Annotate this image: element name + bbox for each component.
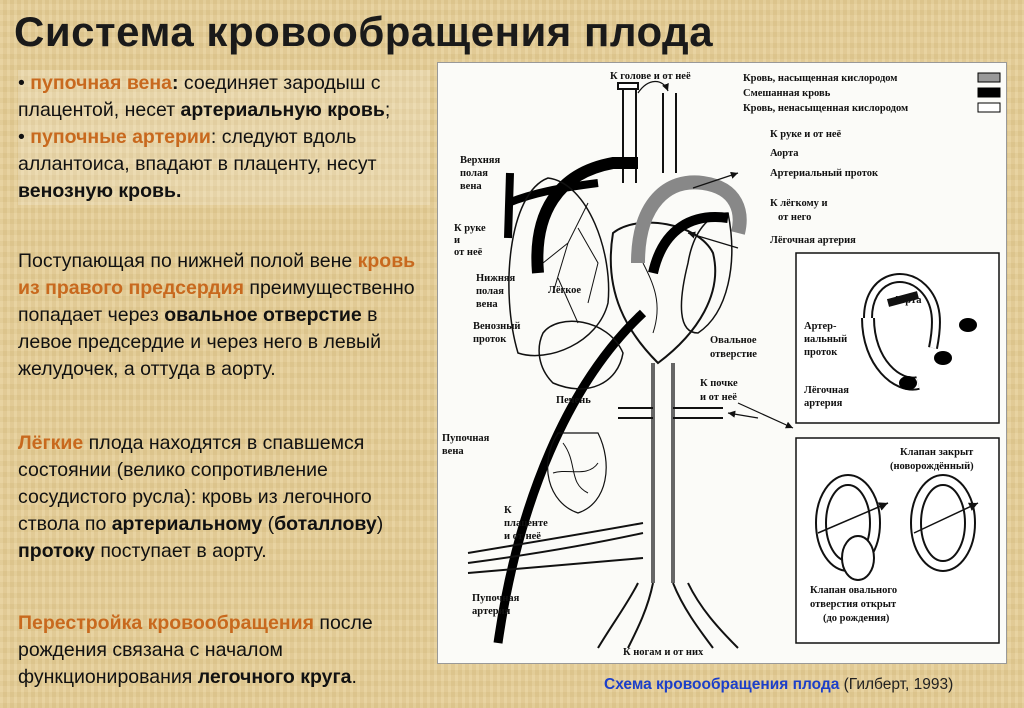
legend: Кровь, насыщенная кислородом Смешанная к… [743, 73, 1000, 114]
venous-blood-text: венозную кровь. [18, 180, 181, 202]
caption-author: (Гилберт, 1993) [839, 676, 953, 693]
label-oval-1: Овальное [710, 335, 757, 346]
lungs-block: Лёгкие плода находятся в спавшемся состо… [18, 430, 430, 565]
arterial-term: артериальному [112, 513, 262, 535]
lungs-term: Лёгкие [18, 432, 83, 454]
label-inset-pa-2: артерия [804, 398, 843, 409]
duct-term: протоку [18, 540, 95, 562]
page-title: Система кровообращения плода [14, 8, 713, 56]
label-arm-left-3: от неё [454, 247, 483, 258]
label-placenta-2: плаценте [504, 518, 548, 529]
legend-oxygenated-label: Кровь, насыщенная кислородом [743, 73, 897, 84]
label-umb-vein-1: Пупочная [442, 433, 490, 444]
label-umb-art-1: Пупочная [472, 593, 520, 604]
legend-oxygenated-swatch [978, 73, 1000, 82]
label-svc-3: вена [460, 181, 482, 192]
label-legs: К ногам и от них [623, 647, 704, 658]
label-svc-1: Верхняя [460, 155, 500, 166]
label-oval-2: отверстие [710, 349, 757, 360]
pulmonary-circle-term: легочного круга [198, 666, 352, 688]
label-ivc-2: полая [476, 286, 504, 297]
label-inset-pa-1: Лёгочная [804, 385, 849, 396]
label-ivc-1: Нижняя [476, 273, 516, 284]
label-lung-to-2: от него [778, 212, 811, 223]
label-lung: Лёгкое [548, 285, 581, 296]
block3-text3: ) [377, 513, 384, 535]
block4-end: . [351, 666, 356, 688]
arterial-blood-text: артериальную кровь [181, 99, 385, 121]
caption-main: Схема кровообращения плода [604, 676, 839, 693]
bullet-mark: • [18, 72, 25, 94]
block2-text1: Поступающая по нижней полой вене [18, 250, 358, 272]
label-pulm-artery: Лёгочная артерия [770, 235, 856, 246]
oval-foramen-term: овальное отверстие [164, 304, 362, 326]
label-valve-closed-1: Клапан закрыт [900, 447, 974, 458]
restructuring-block: Перестройка кровообращения после рождени… [18, 610, 430, 691]
label-arm-left-2: и [454, 235, 460, 246]
label-lung-to-1: К лёгкому и [770, 198, 828, 209]
term-umbilical-arteries: пупочные артерии [30, 126, 211, 148]
label-placenta-1: К [504, 505, 512, 516]
label-ivc-3: вена [476, 299, 498, 310]
botallo-term: боталлову [274, 513, 377, 535]
label-valve-open-2: отверстия открыт [810, 599, 897, 610]
bullet-mark: • [18, 126, 25, 148]
figure-caption: Схема кровообращения плода (Гилберт, 199… [604, 676, 953, 694]
label-liver: Печень [556, 395, 591, 406]
fetal-circulation-diagram: Кровь, насыщенная кислородом Смешанная к… [437, 62, 1007, 664]
umbilical-vessels-block: • пупочная вена: соединяет зародыш с пла… [18, 70, 430, 205]
label-placenta-3: и от неё [504, 531, 541, 542]
label-valve-open-1: Клапан овального [810, 585, 897, 596]
label-head: К голове и от неё [610, 71, 691, 82]
label-kidney-2: и от неё [700, 392, 737, 403]
label-valve-open-3: (до рождения) [823, 613, 890, 624]
legend-deoxygenated-swatch [978, 103, 1000, 112]
block3-text2: ( [262, 513, 274, 535]
block3-text4: поступает в аорту. [95, 540, 267, 562]
label-valve-closed-2: (новорождённый) [890, 461, 974, 472]
restructuring-term: Перестройка кровообращения [18, 612, 314, 634]
legend-mixed-swatch [978, 88, 1000, 97]
label-inset-duct-2: иальный [804, 334, 847, 345]
label-inset-duct-3: проток [804, 347, 838, 358]
label-inset-duct-1: Артер- [804, 321, 837, 332]
term-umbilical-vein: пупочная вена [30, 72, 172, 94]
legend-mixed-label: Смешанная кровь [743, 88, 831, 99]
label-kidney-1: К почке [700, 378, 738, 389]
legend-deoxygenated-label: Кровь, ненасыщенная кислородом [743, 103, 908, 114]
label-arm-right: К руке и от неё [770, 129, 842, 140]
diagram-svg: Кровь, насыщенная кислородом Смешанная к… [438, 63, 1006, 663]
label-arm-left-1: К руке [454, 223, 486, 234]
label-umb-vein-2: вена [442, 446, 464, 457]
semicolon: ; [385, 99, 390, 121]
vessel-drawing [468, 81, 793, 648]
oval-foramen-block: Поступающая по нижней полой вене кровь и… [18, 248, 430, 383]
label-ductus: Артериальный проток [770, 168, 879, 179]
label-inset-aorta: Аорта [893, 295, 922, 306]
label-svc-2: полая [460, 168, 488, 179]
label-venous-1: Венозный [473, 321, 520, 332]
label-umb-art-2: артерия [472, 606, 511, 617]
label-aorta: Аорта [770, 148, 799, 159]
label-venous-2: проток [473, 334, 507, 345]
